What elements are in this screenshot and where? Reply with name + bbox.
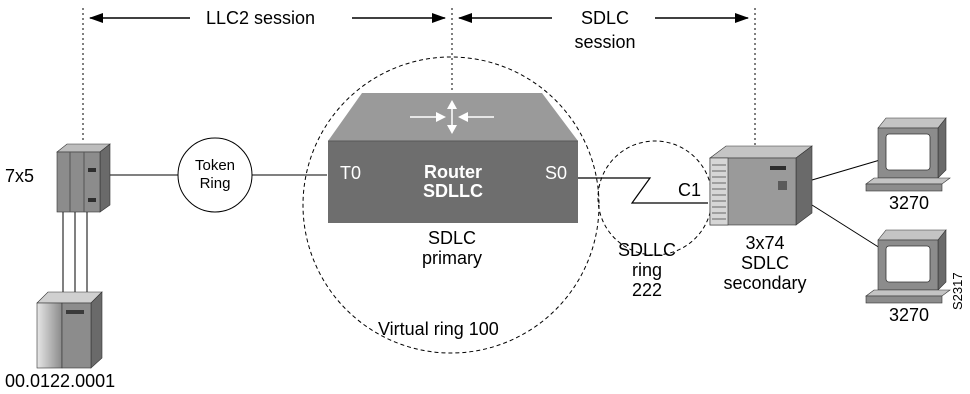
host-address-label: 00.0122.0001 — [5, 371, 116, 391]
host-mainframe — [36, 291, 103, 369]
controller-address-label: C1 — [678, 180, 702, 200]
token-ring-line1: Token — [194, 157, 236, 174]
sdllc-ring-label: SDLLC ring 222 — [607, 240, 687, 300]
controller-to-terminal-2-link — [811, 204, 881, 249]
controller-to-terminal-1-link — [811, 159, 881, 181]
token-ring-line2: Ring — [199, 175, 231, 192]
virtual-ring-label: Virtual ring 100 — [378, 319, 499, 339]
router-name-line1: Router — [424, 162, 482, 182]
router-role-line1: SDLC — [427, 228, 476, 248]
controller-line2: SDLC — [740, 253, 789, 273]
router-name-label: Router SDLLC — [393, 163, 513, 201]
terminal-1-label: 3270 — [889, 193, 930, 213]
fep-7x5-device — [56, 143, 111, 213]
token-ring-circle — [177, 137, 253, 213]
sdllc-ring-line1: SDLLC — [617, 240, 677, 260]
serial-link — [578, 177, 708, 204]
sdlc-session-line1: SDLC — [580, 8, 629, 28]
sdllc-ring-line3: 222 — [631, 280, 663, 300]
router-role-label: SDLC primary — [397, 228, 507, 268]
router-device — [328, 93, 578, 223]
router-symbol-icon — [410, 100, 494, 134]
token-ring-label: Token Ring — [180, 157, 250, 193]
sdlc-session-label: SDLC session — [560, 8, 650, 52]
router-port-s0: S0 — [545, 163, 568, 183]
sdllc-ring-line2: ring — [631, 260, 662, 280]
llc2-session-label: LLC2 session — [206, 8, 316, 28]
router-role-line2: primary — [421, 248, 482, 268]
terminal-2-label: 3270 — [889, 305, 930, 325]
terminal-1-device — [865, 117, 951, 192]
router-name-line2: SDLLC — [423, 181, 483, 201]
sdlc-session-line2: session — [574, 32, 636, 52]
virtual-ring-circle — [302, 56, 600, 354]
host-label: 7x5 — [5, 166, 35, 186]
router-port-t0: T0 — [340, 163, 362, 183]
controller-line3: secondary — [723, 273, 807, 293]
terminal-2-device — [865, 229, 951, 304]
controller-label: 3x74 SDLC secondary — [710, 233, 820, 293]
figure-id-label: S2317 — [950, 272, 965, 310]
controller-line1: 3x74 — [745, 233, 785, 253]
controller-3x74-device — [709, 145, 813, 226]
